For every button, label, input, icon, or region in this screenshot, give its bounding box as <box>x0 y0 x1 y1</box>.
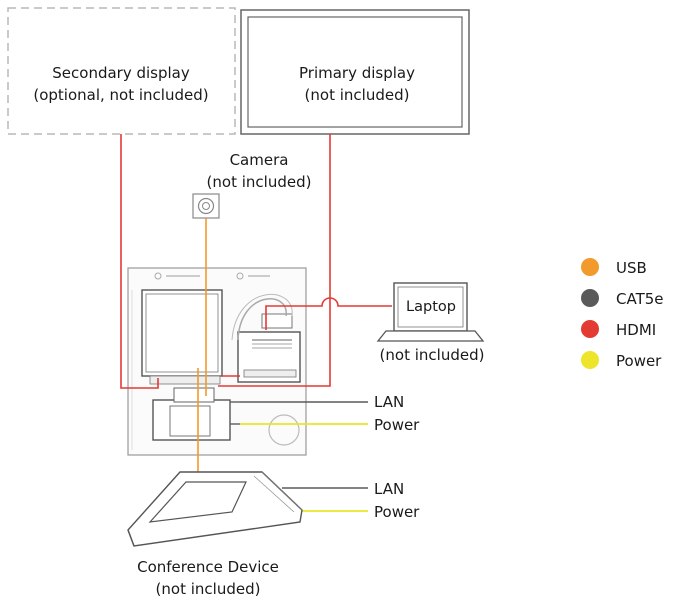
primary-display-note: (not included) <box>305 86 410 104</box>
laptop-note: (not included) <box>380 346 485 364</box>
primary-display-label: Primary display <box>299 64 415 82</box>
conference-device-icon <box>127 471 303 547</box>
secondary-display-outline <box>7 7 236 135</box>
legend-cat5e-label: CAT5e <box>616 290 664 308</box>
secondary-display-label: Secondary display <box>52 64 190 82</box>
hdmi-cable-primary <box>218 134 331 387</box>
primary-display-inner <box>247 16 463 128</box>
conference-device-power-label: Power <box>374 503 420 521</box>
legend-cat5e-swatch <box>581 289 599 307</box>
legend-usb-swatch <box>581 258 599 276</box>
laptop-icon <box>376 282 485 342</box>
legend-power-swatch <box>581 351 599 369</box>
laptop-adapter <box>231 294 301 383</box>
legend-hdmi-label: HDMI <box>616 321 656 339</box>
secondary-display-note: (optional, not included) <box>33 86 208 104</box>
hdmi-cable-laptop <box>265 297 392 330</box>
camera-note: (not included) <box>207 173 312 191</box>
hub-lan-label: LAN <box>374 393 404 411</box>
camera-label: Camera <box>230 151 289 169</box>
legend-hdmi-swatch <box>581 320 599 338</box>
conference-device-label: Conference Device <box>137 558 279 576</box>
primary-display-outer <box>240 9 470 135</box>
hub-power-label: Power <box>374 416 420 434</box>
laptop-label: Laptop <box>406 299 456 315</box>
legend-usb-label: USB <box>616 259 647 277</box>
hub-module <box>152 387 240 441</box>
conference-device-note: (not included) <box>156 580 261 598</box>
control-unit <box>141 289 223 385</box>
conference-device-lan-label: LAN <box>374 480 404 498</box>
hdmi-cable-secondary <box>120 134 159 389</box>
cable-legend: USB CAT5e HDMI Power <box>581 258 664 370</box>
legend-power-label: Power <box>616 352 662 370</box>
camera-icon <box>192 193 220 219</box>
